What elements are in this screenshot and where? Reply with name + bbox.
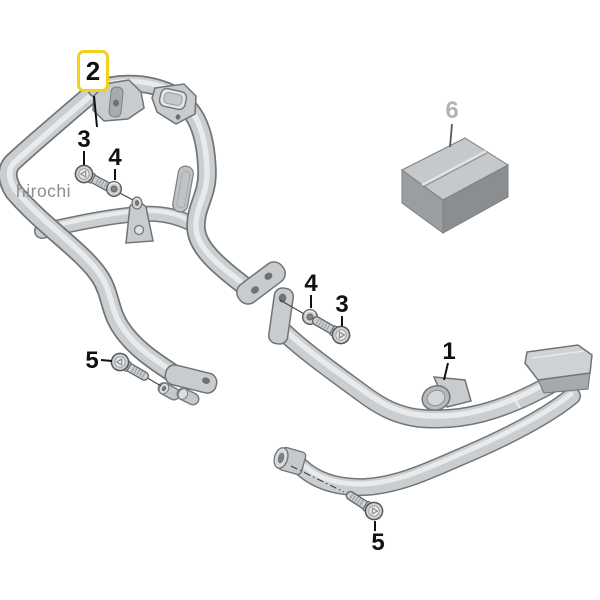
callout-part5-left: 5 [85, 347, 99, 374]
lower-guard-end-pad [524, 344, 593, 394]
box-lid-seam [421, 150, 487, 186]
callout-part3-upper: 3 [77, 126, 91, 153]
upper-guard-left-tube [0, 79, 184, 384]
washer-4-upper [105, 180, 123, 198]
callout-part1: 1 [442, 338, 456, 365]
parts-kit-box [401, 137, 509, 234]
callout-part3-middle: 3 [335, 291, 349, 318]
upper-guard-slot-block [151, 83, 197, 125]
leader-part5-left [100, 359, 113, 362]
callout-part4-upper: 4 [108, 144, 122, 171]
callout-part4-middle: 4 [304, 270, 318, 297]
weld-seam-mark [512, 395, 521, 409]
tube-protector-pad [172, 165, 194, 213]
axis-bottom-bolt [290, 465, 345, 493]
leader-lines [83, 95, 453, 531]
callout-part2-highlighted: 2 [77, 50, 109, 92]
lower-guard-clamp-foot [421, 376, 472, 412]
leader-part2 [93, 95, 98, 128]
leader-part6 [449, 123, 453, 148]
lower-guard-left-bracket [267, 287, 295, 345]
upper-guard-foot-bracket [236, 261, 286, 305]
lower-guard-bottom-tube [284, 387, 581, 497]
callout-part5-bottom: 5 [371, 529, 385, 556]
leader-part1 [443, 362, 449, 381]
seller-watermark: hirochi [16, 181, 72, 201]
screw-3-middle [312, 314, 352, 347]
upper-guard-middle-tube [34, 205, 198, 239]
callout-part6: 6 [445, 97, 459, 124]
upper-guard-lower-bracket [157, 364, 218, 406]
upper-guard-triangle-bracket [125, 196, 154, 244]
lower-guard-sleeve-end [273, 446, 307, 476]
upper-guard-right-tube [180, 100, 252, 294]
lower-engine-guard [267, 287, 593, 497]
upper-engine-guard [0, 74, 286, 406]
callout-part2-label: 2 [85, 55, 101, 86]
